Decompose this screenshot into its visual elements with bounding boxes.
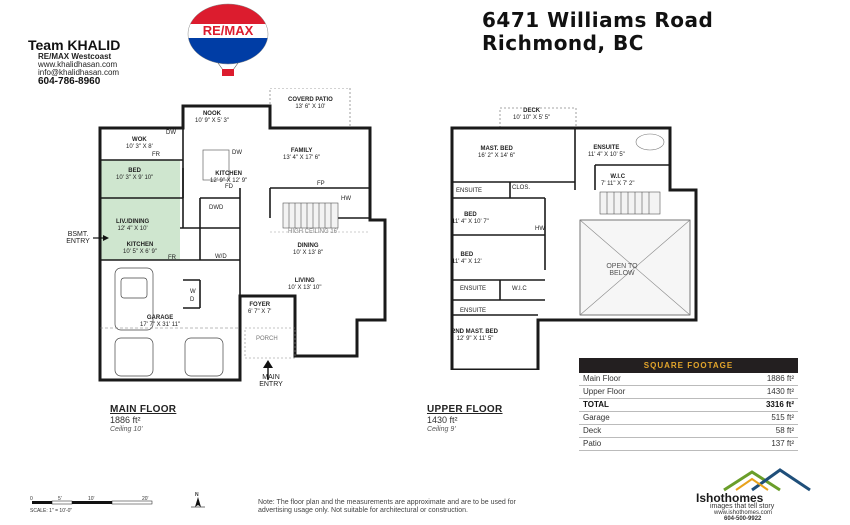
- main-floor-ceiling: Ceiling 10': [110, 426, 143, 433]
- scale-tick-10: 10': [88, 496, 95, 502]
- north-arrow-icon: [191, 497, 205, 508]
- label-fd: FD: [225, 184, 233, 190]
- label-wd: W/D: [215, 254, 227, 260]
- label-ensuite-c: ENSUITE: [460, 308, 487, 314]
- upper-floor-title: UPPER FLOOR: [427, 404, 503, 415]
- upper-exterior-wall: [450, 126, 698, 370]
- scale-bar: [32, 500, 153, 505]
- scale-label: SCALE: 1" = 10'-0": [30, 508, 73, 514]
- label-high-ceiling: HIGH CEILING 16': [288, 229, 339, 235]
- exterior-wall: [98, 104, 387, 382]
- brand-website[interactable]: www.ishothomes.com: [714, 510, 773, 516]
- label-d: D: [190, 297, 195, 303]
- label-fr-suite: FR: [168, 255, 176, 261]
- label-open-to-below: OPEN TO BELOW: [606, 263, 638, 277]
- label-wic-upper: W.I.C: [512, 286, 527, 292]
- upper-floor-area: 1430 ft²: [427, 415, 458, 425]
- address-street: 6471 Williams Road: [482, 8, 714, 32]
- label-main-entry: MAIN ENTRY: [259, 374, 283, 388]
- label-ensuite-a: ENSUITE: [456, 188, 483, 194]
- label-closet: CLOS.: [512, 185, 531, 191]
- address-city: Richmond, BC: [482, 31, 644, 55]
- label-hw-upper: HW: [535, 226, 545, 232]
- main-floor-title: MAIN FLOOR: [110, 404, 177, 415]
- main-floor-area: 1886 ft²: [110, 415, 141, 425]
- label-fp: FP: [317, 181, 325, 187]
- brand-name: Ishothomes: [696, 491, 764, 505]
- scale-tick-0: 0: [30, 496, 33, 502]
- label-dwd: DWD: [209, 205, 224, 211]
- label-w: W: [190, 289, 196, 295]
- team-name: Team KHALID: [28, 37, 121, 53]
- north-label: N: [195, 492, 199, 498]
- upper-floor-ceiling: Ceiling 9': [427, 426, 456, 433]
- label-dw-kitchen: DW: [232, 150, 242, 156]
- team-phone[interactable]: 604-786-8960: [38, 76, 101, 87]
- square-footage-title: SQUARE FOOTAGE: [579, 358, 798, 373]
- website-link[interactable]: www.khalidhasan.com: [38, 60, 118, 69]
- main-floor-plan: [93, 88, 387, 382]
- remax-logo-text: RE/MAX: [203, 23, 254, 38]
- disclaimer-note: Note: The floor plan and the measurement…: [258, 499, 516, 514]
- suite-highlight: [100, 160, 180, 260]
- label-fr: FR: [152, 152, 160, 158]
- ishothomes-logo-icon: [723, 468, 811, 492]
- scale-tick-20: 20': [142, 496, 149, 502]
- brand-phone[interactable]: 604-500-9922: [724, 516, 762, 522]
- scale-tick-5: 5': [58, 496, 62, 502]
- upper-floor-plan: [450, 107, 698, 370]
- email-link[interactable]: info@khalidhasan.com: [38, 68, 120, 77]
- label-bsmt-entry: BSMT. ENTRY: [66, 231, 90, 245]
- label-porch: PORCH: [256, 336, 278, 342]
- brokerage-name: RE/MAX Westcoast: [38, 52, 112, 61]
- label-ensuite-b: ENSUITE: [460, 286, 487, 292]
- label-dw: DW: [166, 130, 176, 136]
- brand-tagline: images that tell story: [710, 503, 775, 510]
- remax-logo: RE/MAX: [187, 3, 269, 76]
- label-hw: HW: [341, 196, 351, 202]
